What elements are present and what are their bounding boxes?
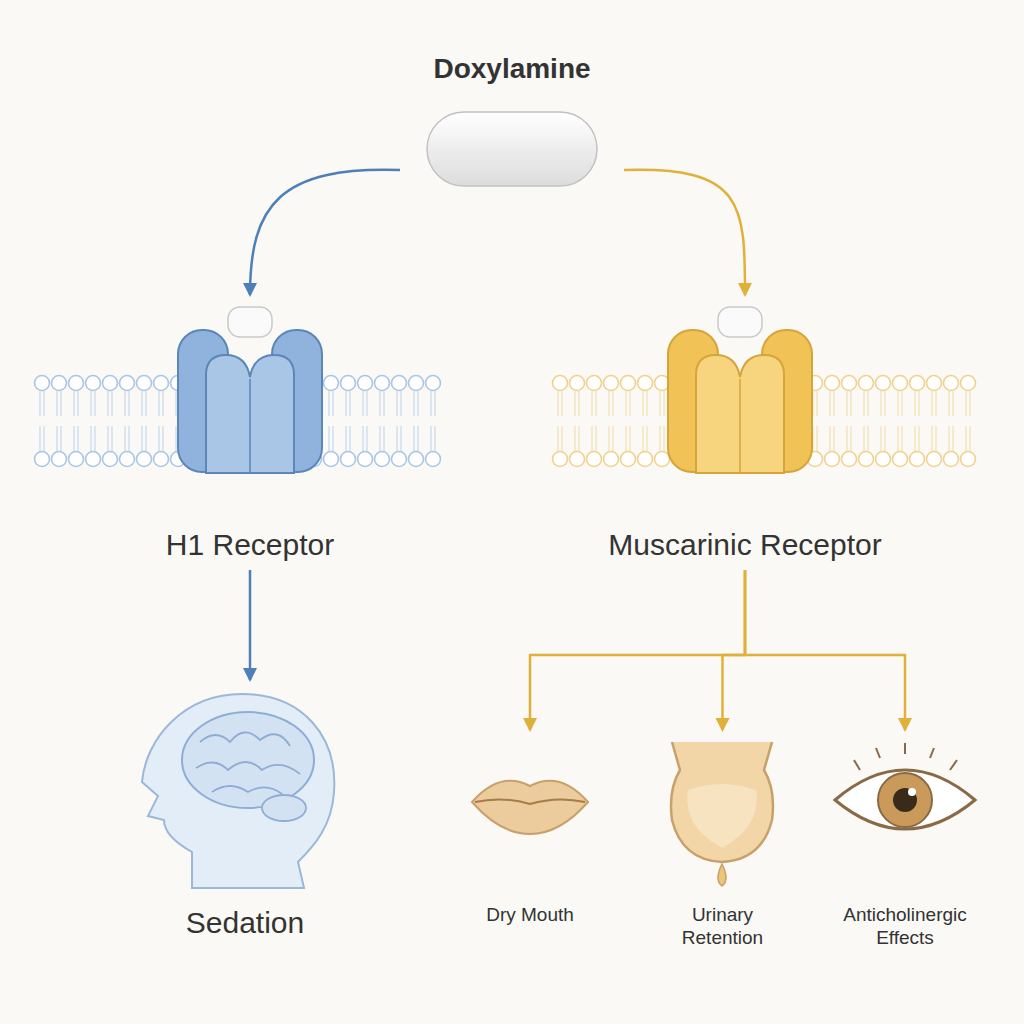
drug-node: Doxylamine: [400, 38, 624, 198]
effect-node: Anticholinergic Effects: [820, 730, 990, 955]
node-label: Urinary Retention: [663, 904, 783, 950]
flow-arrow: [624, 170, 745, 295]
effect-node: Dry Mouth: [455, 730, 605, 955]
receptor-node: H1 Receptor: [150, 295, 350, 570]
receptor-node: Muscarinic Receptor: [595, 295, 895, 570]
node-label: H1 Receptor: [150, 527, 350, 563]
flow-arrow: [249, 570, 252, 680]
flow-arrow: [745, 570, 905, 730]
flow-arrow: [723, 570, 746, 730]
effect-node: Urinary Retention: [650, 730, 795, 955]
flow-arrow: [250, 170, 400, 295]
node-label: Muscarinic Receptor: [595, 527, 895, 563]
flow-arrow: [530, 570, 745, 730]
effect-node: Sedation: [130, 680, 360, 955]
node-label: Sedation: [130, 905, 360, 941]
node-label: Anticholinergic Effects: [830, 904, 980, 950]
node-label: Dry Mouth: [455, 904, 605, 927]
node-label: Doxylamine: [400, 52, 624, 86]
